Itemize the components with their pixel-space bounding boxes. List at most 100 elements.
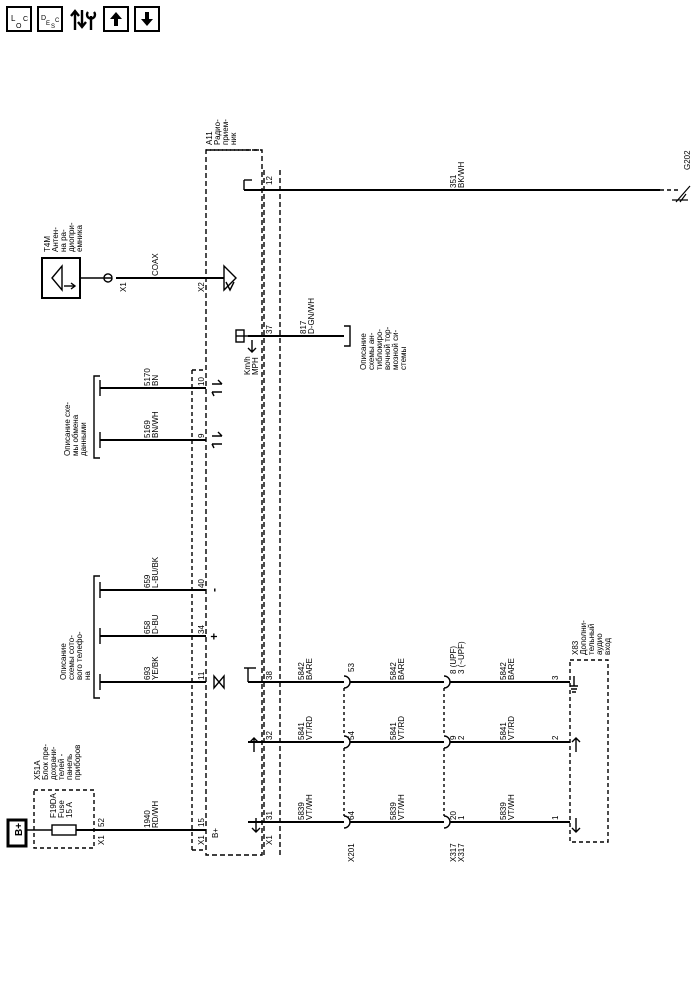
fuse-pin-label: 52: [97, 818, 106, 827]
svg-text:схемы ан-: схемы ан-: [367, 332, 376, 370]
svg-text:2: 2: [457, 735, 466, 740]
svg-text:Дополни-: Дополни-: [579, 620, 588, 655]
svg-text:3 (~UPF): 3 (~UPF): [457, 641, 466, 674]
aux-name: Дополни- тельный аудио вход: [579, 620, 612, 655]
svg-text:дохрани-: дохрани-: [49, 746, 58, 780]
plus-sign: +: [207, 633, 221, 640]
radio-ref: A11: [205, 131, 214, 145]
wire-693-circuit: 693: [143, 666, 152, 680]
svg-text:Блок пре-: Блок пре-: [41, 744, 50, 780]
svg-text:схемы сото-: схемы сото-: [67, 635, 76, 680]
description-icon: D E S C: [41, 15, 60, 30]
svg-text:вочной тор-: вочной тор-: [383, 326, 392, 370]
minus-sign: -: [207, 588, 221, 592]
svg-text:Описание: Описание: [59, 643, 68, 680]
x317-pins-shield: 8 (UPF) 3 (~UPF): [449, 641, 466, 674]
svg-text:на ра-: на ра-: [59, 229, 68, 252]
wire-5842-color-b: BARE: [397, 658, 406, 680]
svg-text:стемы: стемы: [399, 346, 408, 370]
previous-page-button[interactable]: [103, 6, 129, 32]
location-icon: L O C: [11, 14, 28, 30]
abs-description: Описание схемы ан- тиблокиро- вочной тор…: [359, 326, 408, 370]
toolbar: L O C D E S C: [6, 6, 160, 36]
radio-pin-31: 31: [265, 811, 274, 820]
wire-5841-circuit-a: 5841: [297, 722, 306, 740]
wire-5839-color-b: VT/WH: [397, 794, 406, 820]
wire-5839-color-c: VT/WH: [507, 794, 516, 820]
radio-pin-10: 10: [197, 377, 206, 386]
radio-x1-left-label: X1: [197, 835, 206, 845]
svg-text:Fuse: Fuse: [57, 800, 66, 818]
radio-pin-37: 37: [265, 325, 274, 334]
wire-5842-circuit-c: 5842: [499, 662, 508, 680]
svg-text:L: L: [11, 14, 16, 23]
svg-text:емника: емника: [75, 224, 84, 252]
ground-label: G202: [683, 150, 692, 170]
aux-pin-2: 2: [551, 735, 560, 740]
battery-box: [6, 818, 28, 848]
svg-text:на: на: [83, 671, 92, 680]
radio-pin-9: 9: [197, 433, 206, 438]
svg-text:X317: X317: [449, 843, 458, 862]
fuse-label: F19DA Fuse 15 A: [49, 792, 74, 818]
wire-5170-circuit: 5170: [143, 368, 152, 386]
antenna-box: [41, 257, 81, 299]
next-page-button[interactable]: [134, 6, 160, 32]
svg-text:панель: панель: [65, 754, 74, 780]
aux-pin-3: 3: [551, 675, 560, 680]
svg-text:Радио-: Радио-: [213, 119, 222, 145]
location-view-button[interactable]: L O C: [6, 6, 32, 32]
wire-5839-circuit-a: 5839: [297, 802, 306, 820]
fuse-block-name: Блок пре- дохрани- телей - панель прибор…: [41, 744, 82, 780]
wire-1940-color: RD/WH: [151, 801, 160, 828]
radio-x2-label: X2: [197, 282, 206, 292]
wire-659-color: L-BU/BK: [151, 556, 160, 588]
wire-5841-color-a: VT/RD: [305, 716, 314, 740]
antenna-name: Антен- на ра- диопри- емника: [51, 222, 84, 252]
svg-text:15 A: 15 A: [65, 801, 74, 818]
svg-text:Описание: Описание: [359, 333, 368, 370]
radio-name: Радио- прием- ник: [213, 119, 238, 145]
svg-text:вход: вход: [603, 638, 612, 655]
wire-5842-circuit-b: 5842: [389, 662, 398, 680]
wire-351-circuit: 351: [449, 174, 458, 188]
svg-text:тиблокиро-: тиблокиро-: [375, 329, 384, 370]
svg-text:D: D: [41, 15, 46, 22]
fuse-block-outline: [33, 789, 95, 849]
wire-5170-color: BN: [151, 375, 160, 386]
wire-5842-color-a: BARE: [305, 658, 314, 680]
svg-text:9: 9: [449, 735, 458, 740]
radio-pin-32: 32: [265, 731, 274, 740]
svg-text:аудио: аудио: [595, 633, 604, 655]
diagnostic-tools-button[interactable]: [68, 6, 98, 32]
fuse-block-ref: X51A: [33, 760, 42, 780]
svg-text:E: E: [46, 21, 50, 27]
wire-817-circuit: 817: [299, 320, 308, 334]
x317-pins-right: 20 1: [449, 811, 466, 820]
svg-text:Описание схе-: Описание схе-: [63, 402, 72, 456]
radio-pin-38: 38: [265, 671, 274, 680]
radio-x1-right-label: X1: [265, 835, 274, 845]
aux-ref: X83: [571, 640, 580, 655]
svg-text:ник: ник: [229, 132, 238, 145]
description-view-button[interactable]: D E S C: [37, 6, 63, 32]
x317-pins-left: 9 2: [449, 735, 466, 740]
wire-5841-circuit-b: 5841: [389, 722, 398, 740]
svg-text:8 (UPF): 8 (UPF): [449, 646, 458, 674]
arrow-down-icon: [141, 12, 153, 26]
wire-658-circuit: 658: [143, 620, 152, 634]
svg-text:диопри-: диопри-: [67, 222, 76, 252]
wire-5841-color-b: VT/RD: [397, 716, 406, 740]
wire-817-color: D-GN/WH: [307, 298, 316, 334]
x201-pin-53: 53: [347, 663, 356, 672]
wire-5841-circuit-c: 5841: [499, 722, 508, 740]
x201-pin-54: 54: [347, 731, 356, 740]
tools-arrows-icon: [70, 9, 97, 30]
fuse-symbol: [51, 824, 77, 836]
antenna-ref: T4M: [43, 236, 52, 252]
wire-5169-color: BN/WH: [151, 411, 160, 438]
wire-658-color: D-BU: [151, 614, 160, 634]
svg-text:MPH: MPH: [251, 357, 260, 375]
battery-label: B+: [14, 823, 25, 836]
